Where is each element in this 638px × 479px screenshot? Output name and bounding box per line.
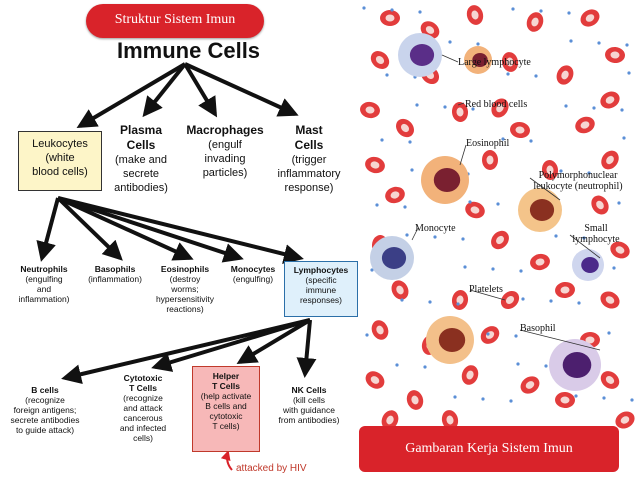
macrophages-desc-2: invading [204,153,246,165]
leukocytes-desc-1: (white [45,152,75,164]
hiv-note: attacked by HIV [236,463,307,474]
leukocytes-desc-2: blood cells) [32,166,88,178]
lymphocytes-box: Lymphocytes (specific immune responses) [284,261,358,317]
caption-banner: Gambaran Kerja Sistem Imun [359,426,619,472]
lymphocytes-desc-2: immune [305,285,337,295]
neutrophils-desc-3: inflammation) [18,294,70,304]
arrow-macrophages [183,62,218,118]
diagram-arrows [36,62,317,471]
cytotoxic-desc-3: cancerous [123,413,163,423]
label-platelets: Platelets [469,284,503,295]
leukocytes-name: Leukocytes [32,138,88,150]
b-cells-desc-3: secrete antibodies [10,415,80,425]
diagram-title: Immune Cells [117,38,261,63]
monocytes-label: Monocytes (engulfing) [222,264,284,284]
arrow-bcells [61,318,311,385]
cytotoxic-desc-2: and attack [123,403,163,413]
cytotoxic-desc-5: cells) [133,433,153,443]
arrow-basophils [56,196,123,261]
basophils-label: Basophils (inflammation) [80,264,150,284]
mast-desc-3: response) [284,182,334,194]
neutrophils-label: Neutrophils (engulfing and inflammation) [6,264,82,304]
neutrophils-name: Neutrophils [20,264,68,274]
eosinophils-desc-3: hypersensitivity [155,294,215,304]
nk-desc-1: (kill cells [292,395,326,405]
nk-cells-name: NK Cells [291,385,327,395]
eosinophils-label: Eosinophils (destroy worms; hypersensiti… [148,264,222,314]
macrophages-label: Macrophages (engulf invading particles) [180,123,270,180]
basophils-desc-1: (inflammation) [88,274,142,284]
neutrophils-desc-2: and [36,284,52,294]
eosinophils-name: Eosinophils [160,264,210,274]
cytotoxic-desc-1: (recognize [123,393,163,403]
b-cells-desc-4: to guide attack) [15,425,75,435]
arrow-nk [296,319,317,378]
helper-desc-4: T cells) [212,421,240,431]
caption-text: Gambaran Kerja Sistem Imun [405,441,573,456]
label-small-lymphocyte: Small lymphocyte [572,223,620,245]
helper-desc-3: cytotoxic [209,411,243,421]
label-basophil: Basophil [520,323,556,334]
label-eosinophil: Eosinophil [466,138,510,149]
label-monocyte: Monocyte [415,223,456,234]
neutrophils-desc-1: (engulfing [25,274,63,284]
monocytes-name: Monocytes [230,264,276,274]
macrophages-desc-1: (engulf [208,139,242,151]
arrow-lymphocytes [57,196,304,264]
label-polymorphonuclear: Polymorphonuclear leukocyte (neutrophil) [533,170,623,192]
basophils-name: Basophils [94,264,136,274]
plasma-desc-1: (make and [115,154,167,166]
helper-desc-2: B cells and [205,401,247,411]
arrow-monocytes [57,196,244,263]
macrophages-name: Macrophages [186,123,264,137]
mast-desc-1: (trigger [291,154,327,166]
arrow-eosinophils [57,196,194,261]
eosinophils-desc-2: worms; [171,284,199,294]
arrow-plasma [142,62,187,118]
nk-cells-label: NK Cells (kill cells with guidance from … [266,385,352,425]
nk-desc-3: from antibodies) [278,415,340,425]
b-cells-label: B cells (recognize foreign antigens; sec… [2,385,88,435]
macrophages-desc-3: particles) [202,167,248,179]
title-text: Struktur Sistem Imun [114,12,236,27]
monocytes-desc-1: (engulfing) [232,274,274,284]
arrow-mast [184,62,299,117]
b-cells-desc-2: foreign antigens; [13,405,77,415]
hiv-arrow [220,450,233,471]
nk-desc-2: with guidance [283,405,335,415]
helper-desc-1: (help activate [200,391,252,401]
b-cells-name: B cells [31,385,59,395]
blood-cells-illustration [360,5,635,430]
b-cells-desc-1: (recognize [25,395,65,405]
eosinophils-desc-4: reactions) [166,304,204,314]
label-large-lymphocyte: Large lymphocyte [458,57,531,68]
plasma-desc-3: antibodies) [114,182,168,194]
plasma-desc-2: secrete [122,168,160,180]
leukocytes-box: Leukocytes (white blood cells) [18,131,102,191]
lymphocytes-desc-1: (specific [305,275,337,285]
eosinophils-desc-1: (destroy [169,274,201,284]
lymphocytes-name: Lymphocytes [293,265,349,275]
lymphocytes-desc-3: responses) [299,295,343,305]
label-red-blood-cells: Red blood cells [465,99,528,110]
arrow-leukocytes [76,62,187,129]
arrow-cytotoxic [151,318,311,372]
cytotoxic-desc-4: and infected [119,423,167,433]
title-banner: Struktur Sistem Imun [86,4,264,38]
mast-desc-2: inflammatory [277,168,341,180]
arrow-helper [236,318,312,365]
arrow-neutrophils [36,197,60,262]
